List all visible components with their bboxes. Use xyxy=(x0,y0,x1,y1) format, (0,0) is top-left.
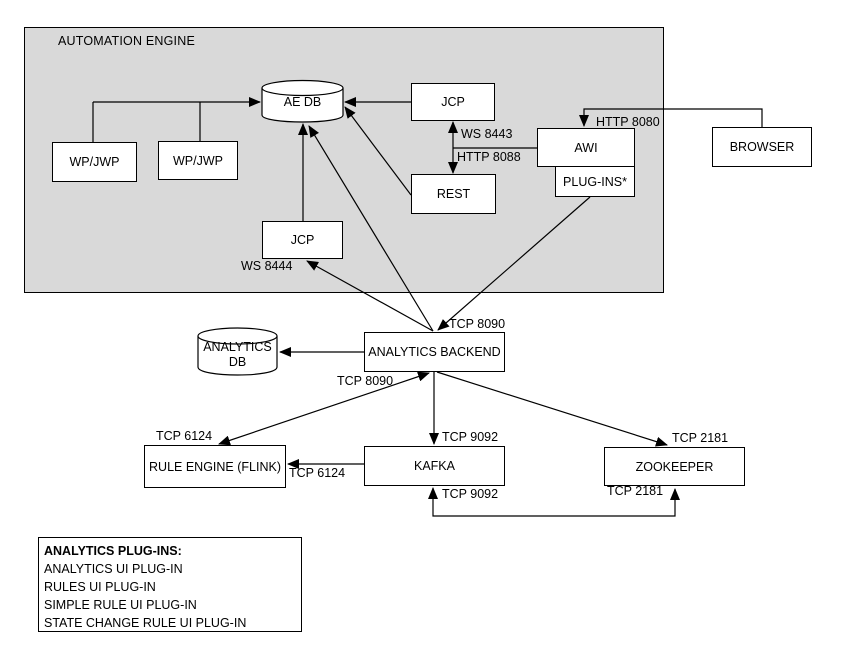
node-rest: REST xyxy=(411,174,496,214)
edge-backend-to-jcplower xyxy=(306,260,434,332)
edge-backend-to-aedb xyxy=(308,125,434,332)
edge-label-ws-8444: WS 8444 xyxy=(241,259,293,273)
edge-label-http-8088: HTTP 8088 xyxy=(457,150,521,164)
edge-label-ws-8443: WS 8443 xyxy=(461,127,513,141)
edge-label-tcp-6124-top: TCP 6124 xyxy=(156,429,213,443)
edge-label-tcp-2181-bottom: TCP 2181 xyxy=(607,484,664,498)
ae-db-cylinder xyxy=(261,79,344,123)
node-ae-db-label: AE DB xyxy=(283,94,322,109)
analytics-plugins-legend: ANALYTICS PLUG-INS: ANALYTICS UI PLUG-IN… xyxy=(38,537,302,632)
node-analytics-backend: ANALYTICS BACKEND xyxy=(364,332,505,372)
edge-label-tcp-8090-top: TCP 8090 xyxy=(449,317,506,331)
legend-item: RULES UI PLUG-IN xyxy=(44,580,156,594)
node-awi: AWI xyxy=(537,128,635,167)
node-jcp-top: JCP xyxy=(411,83,495,121)
node-plug-ins: PLUG-INS* xyxy=(555,166,635,197)
edge-label-tcp-9092-top: TCP 9092 xyxy=(442,430,499,444)
legend-item: STATE CHANGE RULE UI PLUG-IN xyxy=(44,616,247,630)
node-browser: BROWSER xyxy=(712,127,812,167)
edge-rest-to-aedb xyxy=(344,106,412,196)
edge-plugins-to-backend xyxy=(437,196,591,331)
edge-label-tcp-2181-top: TCP 2181 xyxy=(672,431,729,445)
node-jcp-lower: JCP xyxy=(262,221,343,259)
edge-label-tcp-8090-left: TCP 8090 xyxy=(337,374,394,388)
node-wp-jwp-2: WP/JWP xyxy=(158,141,238,180)
analytics-db-line2: DB xyxy=(228,355,247,369)
legend-item: SIMPLE RULE UI PLUG-IN xyxy=(44,598,197,612)
node-wp-jwp-1: WP/JWP xyxy=(52,142,137,182)
analytics-db-line1: ANALYTICS xyxy=(203,340,272,354)
node-kafka: KAFKA xyxy=(364,446,505,486)
node-rule-engine: RULE ENGINE (FLINK) xyxy=(144,445,286,488)
edge-label-tcp-9092-bottom: TCP 9092 xyxy=(442,487,499,501)
edge-browser-to-awi xyxy=(579,108,763,127)
legend-title: ANALYTICS PLUG-INS: xyxy=(44,544,182,558)
edge-backend-to-zookeeper xyxy=(436,371,668,447)
node-analytics-db-label: ANALYTICS DB xyxy=(198,338,277,372)
automation-engine-title: AUTOMATION ENGINE xyxy=(58,34,195,48)
edge-label-http-8080: HTTP 8080 xyxy=(596,115,660,129)
legend-item: ANALYTICS UI PLUG-IN xyxy=(44,562,183,576)
node-zookeeper: ZOOKEEPER xyxy=(604,447,745,486)
edge-backend-ruleengine xyxy=(218,371,430,446)
edge-kafka-zookeeper-loop xyxy=(428,487,680,517)
edge-label-tcp-6124-mid: TCP 6124 xyxy=(289,466,346,480)
